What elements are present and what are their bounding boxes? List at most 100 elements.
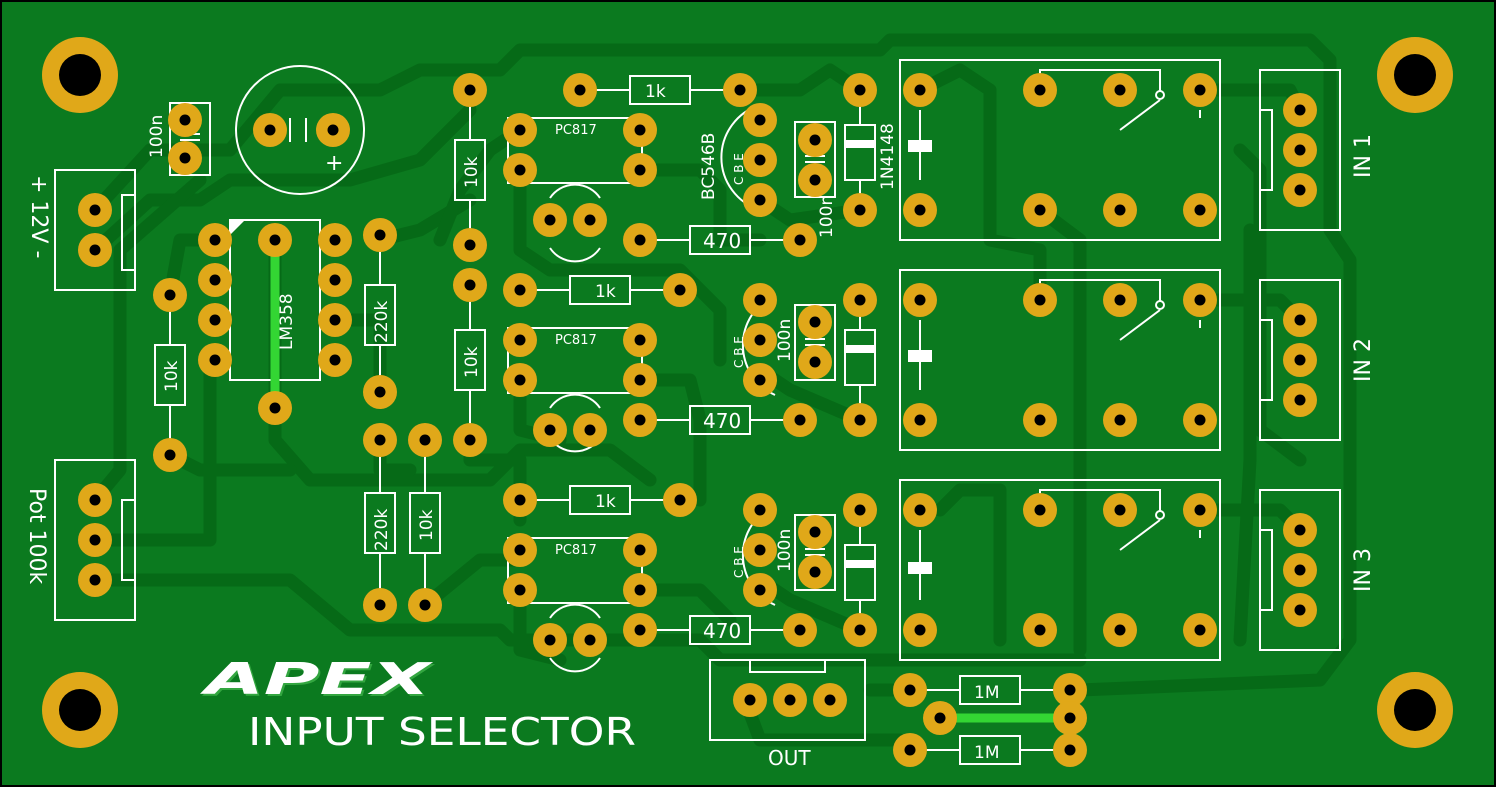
cap-100n-2-label: 100n — [775, 319, 795, 362]
solder-pad — [453, 228, 487, 262]
r-220k-b-label: 220k — [372, 509, 392, 551]
mounting-hole — [42, 672, 118, 748]
r-220k-a-label: 220k — [372, 301, 392, 343]
solder-pad — [743, 493, 777, 527]
solder-pad — [903, 613, 937, 647]
cap-top-label: 100n — [147, 115, 167, 158]
solder-pad — [843, 613, 877, 647]
transistor-pins-1: C B E — [732, 153, 746, 185]
solder-pad — [363, 588, 397, 622]
elcap-plus: + — [325, 151, 343, 176]
solder-pad — [453, 268, 487, 302]
solder-pad — [623, 363, 657, 397]
mounting-hole — [42, 37, 118, 113]
solder-pad — [1023, 493, 1057, 527]
solder-pad — [623, 533, 657, 567]
solder-pad — [843, 493, 877, 527]
solder-pad — [798, 515, 832, 549]
solder-pad — [1023, 73, 1057, 107]
solder-pad — [318, 303, 352, 337]
solder-pad — [1103, 193, 1137, 227]
solder-pad — [743, 283, 777, 317]
solder-pad — [363, 218, 397, 252]
solder-pad — [1283, 303, 1317, 337]
opto-3-label: PC817 — [555, 543, 597, 558]
solder-pad — [663, 273, 697, 307]
solder-pad — [903, 73, 937, 107]
in1-label: IN 1 — [1351, 134, 1376, 178]
solder-pad — [813, 683, 847, 717]
solder-pad — [743, 183, 777, 217]
in3-label: IN 3 — [1351, 548, 1376, 592]
solder-pad — [78, 233, 112, 267]
solder-pad — [503, 573, 537, 607]
relay-2-outline — [899, 269, 1221, 451]
relay-3-outline — [899, 479, 1221, 661]
cap-100n-3-label: 100n — [775, 529, 795, 572]
solder-pad — [563, 73, 597, 107]
solder-pad — [533, 623, 567, 657]
solder-pad — [1183, 193, 1217, 227]
solder-pad — [1283, 173, 1317, 207]
mounting-hole — [1377, 672, 1453, 748]
solder-pad — [503, 533, 537, 567]
solder-pad — [798, 123, 832, 157]
solder-pad — [903, 193, 937, 227]
solder-pad — [1103, 613, 1137, 647]
pot-label: Pot 100k — [24, 488, 49, 585]
solder-pad — [843, 403, 877, 437]
solder-pad — [78, 563, 112, 597]
power-label: + 12V - — [26, 175, 51, 258]
board-subtitle: INPUT SELECTOR — [248, 710, 636, 754]
solder-pad — [503, 323, 537, 357]
solder-pad — [408, 588, 442, 622]
solder-pad — [623, 573, 657, 607]
solder-pad — [453, 73, 487, 107]
solder-pad — [623, 223, 657, 257]
solder-pad — [1183, 493, 1217, 527]
solder-pad — [316, 113, 350, 147]
solder-pad — [623, 153, 657, 187]
solder-pad — [198, 303, 232, 337]
solder-pad — [153, 278, 187, 312]
solder-pad — [623, 113, 657, 147]
r-1k-2-label: 1k — [595, 282, 616, 302]
diode-label: 1N4148 — [878, 123, 898, 190]
r-470-1-label: 470 — [703, 229, 741, 253]
r-1m-2-label: 1M — [974, 743, 999, 763]
solder-pad — [893, 733, 927, 767]
solder-pad — [1023, 283, 1057, 317]
solder-pad — [903, 283, 937, 317]
solder-pad — [843, 73, 877, 107]
solder-pad — [743, 323, 777, 357]
solder-pad — [623, 323, 657, 357]
pads — [78, 73, 1317, 767]
solder-pad — [503, 153, 537, 187]
solder-pad — [798, 163, 832, 197]
solder-pad — [1283, 513, 1317, 547]
component-labels: 100n + LM358 10k 220k 10k 10k 220k 10k 1… — [147, 82, 999, 763]
solder-pad — [923, 701, 957, 735]
cap-top-outline — [169, 102, 211, 176]
solder-pad — [798, 305, 832, 339]
solder-pad — [1023, 193, 1057, 227]
silk-fills — [230, 140, 932, 574]
solder-pad — [783, 223, 817, 257]
solder-pad — [503, 483, 537, 517]
solder-pad — [253, 113, 287, 147]
solder-pad — [1283, 93, 1317, 127]
solder-pad — [168, 103, 202, 137]
cap-100n-1-label: 100n — [817, 195, 837, 238]
solder-pad — [723, 73, 757, 107]
solder-pad — [1053, 701, 1087, 735]
solder-pad — [1183, 403, 1217, 437]
solder-pad — [533, 413, 567, 447]
solder-pad — [1053, 733, 1087, 767]
solder-pad — [903, 493, 937, 527]
solder-pad — [453, 423, 487, 457]
solder-pad — [363, 375, 397, 409]
solder-pad — [503, 273, 537, 307]
solder-pad — [743, 533, 777, 567]
r-470-2-label: 470 — [703, 409, 741, 433]
solder-pad — [1023, 403, 1057, 437]
